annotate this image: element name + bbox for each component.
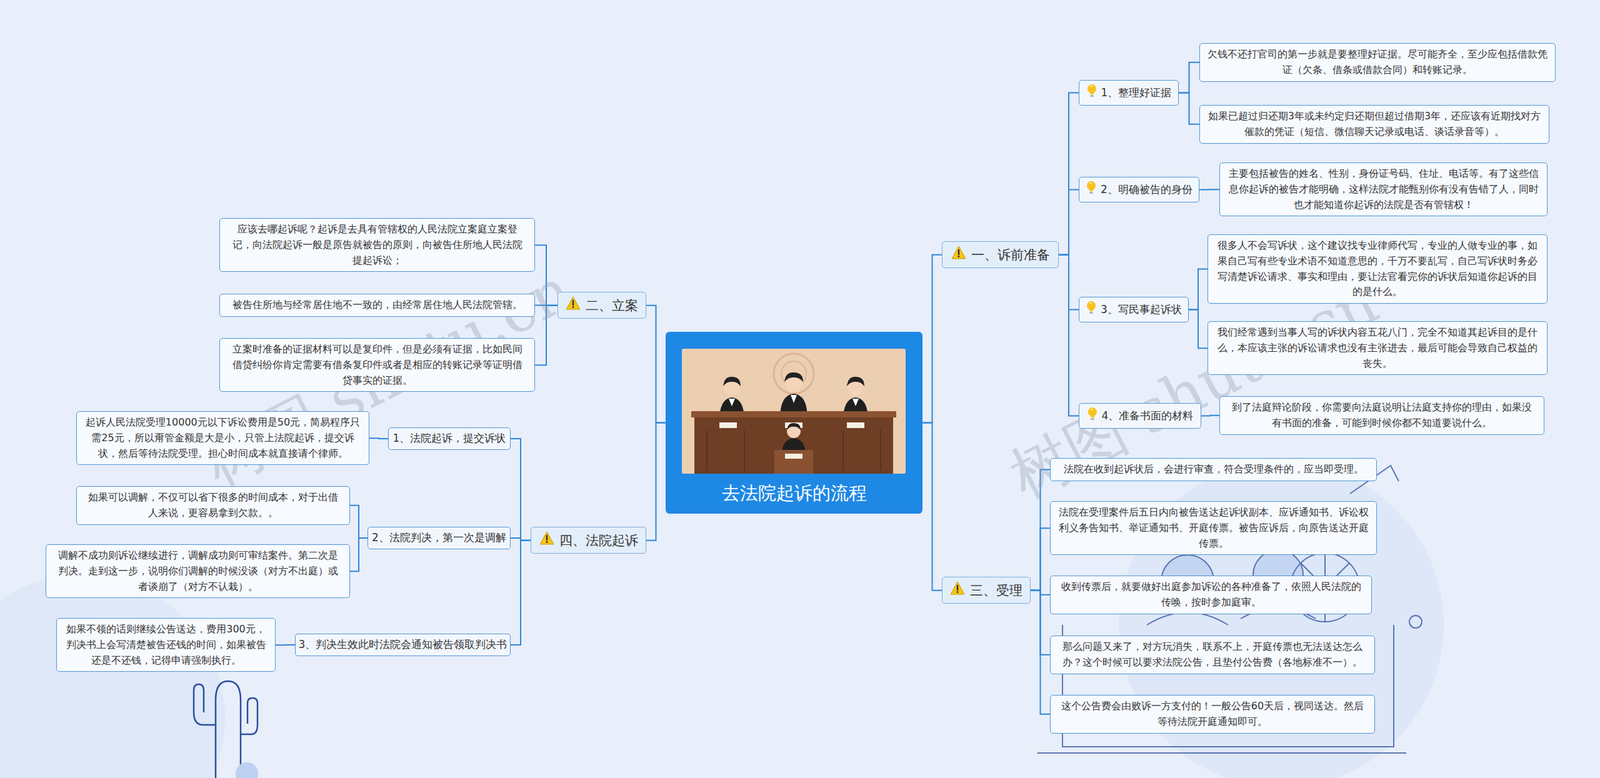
detail-box: 如果可以调解，不仅可以省下很多的时间成本，对于出借人来说，更容易拿到欠款。。 [76, 486, 350, 525]
detail-box: 调解不成功则诉讼继续进行，调解成功则可审结案件。第二次是判决。走到这一步，说明你… [45, 544, 350, 599]
node-text: 到了法庭辩论阶段，你需要向法庭说明让法庭支持你的理由，如果没有书面的准备，可能到… [1227, 400, 1537, 432]
node-text: 4、准备书面的材料 [1101, 408, 1194, 424]
node-text: 这个公告费会由败诉一方支付的！一般公告60天后，视同送达。然后等待法院开庭通知即… [1058, 698, 1367, 730]
branch-connector [369, 437, 389, 440]
node-text: 收到传票后，就要做好出庭参加诉讼的各种准备了，依照人民法院的传唤，按时参加庭审。 [1058, 579, 1364, 611]
detail-box: 欠钱不还打官司的第一步就是要整理好证据。尽可能齐全，至少应包括借款凭证（欠条、借… [1199, 43, 1556, 82]
node-text: 1、整理好证据 [1101, 85, 1172, 101]
node-text: 应该去哪起诉呢？起诉是去具有管辖权的人民法院立案庭立案登记，向法院起诉一般是原告… [227, 221, 527, 269]
branch-connector [350, 505, 368, 539]
branch-topic: 三、受理 [941, 576, 1031, 604]
name-plate [719, 422, 737, 429]
detail-box: 起诉人民法院受理10000元以下诉讼费用是50元，简易程序只需25元，所以甭管金… [76, 411, 370, 465]
node-text: 欠钱不还打官司的第一步就是要整理好证据。尽可能齐全，至少应包括借款凭证（欠条、借… [1207, 46, 1548, 79]
warning-icon [539, 531, 555, 550]
detail-box: 我们经常遇到当事人写的诉状内容五花八门，完全不知道其起诉目的是什么，本应该主张的… [1207, 321, 1548, 375]
branch-connector [1058, 92, 1079, 255]
node-text: 立案时准备的证据材料可以是复印件，但是必须有证据，比如民间借贷纠纷你肯定需要有借… [227, 341, 527, 389]
courtroom-illustration [681, 348, 906, 474]
branch-connector [646, 305, 666, 424]
sub-topic: 2、明确被告的身份 [1078, 176, 1200, 203]
node-text: 被告住所地与经常居住地不一致的，由经常居住地人民法院管辖。 [227, 297, 527, 314]
node-text: 2、法院判决，第一次是调解 [371, 530, 507, 546]
branch-connector [1030, 590, 1050, 715]
node-text: 很多人不会写诉状，这个建议找专业律师代写，专业的人做专业的事，如果自己写有些专业… [1215, 238, 1540, 300]
detail-box: 应该去哪起诉呢？起诉是去具有管辖权的人民法院立案庭立案登记，向法院起诉一般是原告… [219, 218, 535, 272]
bg-blob [0, 575, 225, 778]
sub-topic: 3、判决生效此时法院会通知被告领取判决书 [295, 633, 511, 657]
branch-topic: 二、立案 [557, 291, 647, 319]
node-text: 三、受理 [970, 581, 1023, 600]
warning-icon [951, 245, 967, 264]
detail-box: 被告住所地与经常居住地不一致的，由经常居住地人民法院管辖。 [219, 293, 535, 317]
sub-topic: 1、整理好证据 [1078, 80, 1179, 106]
people-illustration [1037, 465, 1422, 754]
node-text: 我们经常遇到当事人写的诉状内容五花八门，完全不知道其起诉目的是什么，本应该主张的… [1215, 325, 1540, 372]
node-text: 起诉人民法院受理10000元以下诉讼费用是50元，简易程序只需25元，所以甭管金… [84, 415, 362, 462]
branch-connector [1058, 189, 1079, 255]
node-text: 如果可以调解，不仅可以省下很多的时间成本，对于出借人来说，更容易拿到欠款。。 [84, 490, 342, 522]
detail-box: 法院在受理案件后五日内向被告送达起诉状副本、应诉通知书、诉讼权利义务告知书、举证… [1050, 501, 1377, 555]
node-text: 去法院起诉的流程 [671, 481, 917, 506]
detail-box: 立案时准备的证据材料可以是复印件，但是必须有证据，比如民间借贷纠纷你肯定需要有借… [219, 338, 535, 392]
bulb-icon [1085, 300, 1097, 319]
branch-connector [1199, 188, 1220, 190]
warning-icon [950, 581, 965, 600]
name-plate [846, 422, 865, 429]
cactus-figure [193, 681, 259, 778]
sub-topic: 2、法院判决，第一次是调解 [367, 526, 511, 550]
branch-connector [510, 438, 531, 541]
branch-connector [1188, 269, 1208, 310]
branch-connector [646, 423, 666, 541]
node-text: 3、判决生效此时法院会通知被告领取判决书 [298, 637, 508, 653]
detail-box: 很多人不会写诉状，这个建议找专业律师代写，专业的人做专业的事，如果自己写有些专业… [1207, 234, 1548, 304]
node-text: 2、明确被告的身份 [1100, 182, 1193, 198]
detail-box: 如果已超过归还期3年或未约定归还期但超过借期3年，还应该有近期找对方催款的凭证（… [1199, 105, 1550, 144]
node-text: 主要包括被告的姓名、性别，身份证号码、住址、电话等。有了这些信息你起诉的被告才能… [1227, 166, 1540, 213]
bulb-icon [1086, 406, 1099, 425]
node-text: 一、诉前准备 [971, 246, 1050, 264]
detail-box: 那么问题又来了，对方玩消失，联系不上，开庭传票也无法送达怎么办？这个时候可以要求… [1050, 635, 1375, 675]
branch-connector [922, 255, 942, 424]
detail-box: 到了法庭辩论阶段，你需要向法庭说明让法庭支持你的理由，如果没有书面的准备，可能到… [1219, 396, 1545, 435]
detail-box: 这个公告费会由败诉一方支付的！一般公告60天后，视同送达。然后等待法院开庭通知即… [1050, 695, 1375, 734]
branch-topic: 四、法院起诉 [530, 526, 647, 554]
branch-connector [1030, 528, 1050, 590]
warning-icon [565, 296, 581, 315]
node-text: 法院在受理案件后五日内向被告送达起诉状副本、应诉通知书、诉讼权利义务告知书、举证… [1058, 505, 1369, 552]
branch-topic: 一、诉前准备 [941, 241, 1059, 269]
node-text: 二、立案 [585, 296, 639, 315]
branch-connector [275, 644, 295, 646]
detail-box: 主要包括被告的姓名、性别，身份证号码、住址、电话等。有了这些信息你起诉的被告才能… [1219, 162, 1548, 217]
detail-box: 收到传票后，就要做好出庭参加诉讼的各种准备了，依照人民法院的传唤，按时参加庭审。 [1050, 575, 1372, 615]
branch-connector [1058, 255, 1079, 417]
bulb-icon [1085, 180, 1097, 199]
branch-connector [1178, 62, 1200, 94]
node-text: 1、法院起诉，提交诉状 [393, 431, 507, 447]
sub-topic: 4、准备书面的材料 [1078, 403, 1202, 429]
branch-connector [510, 540, 531, 645]
detail-box: 法院在收到起诉状后，会进行审查，符合受理条件的，应当即受理。 [1050, 458, 1377, 482]
node-text: 四、法院起诉 [559, 531, 639, 550]
node-text: 法院在收到起诉状后，会进行审查，符合受理条件的，应当即受理。 [1058, 461, 1369, 478]
node-text: 3、写民事起诉状 [1100, 302, 1182, 318]
detail-box: 如果不领的话则继续公告送达，费用300元，判决书上会写清楚被告还钱的时间，如果被… [56, 618, 276, 672]
node-text: 那么问题又来了，对方玩消失，联系不上，开庭传票也无法送达怎么办？这个时候可以要求… [1058, 639, 1367, 671]
branch-connector [350, 538, 368, 572]
node-text: 如果已超过归还期3年或未约定归还期但超过借期3年，还应该有近期找对方催款的凭证（… [1207, 108, 1542, 140]
branch-connector [1178, 92, 1200, 124]
root-topic: 去法院起诉的流程 [665, 331, 923, 514]
node-text: 如果不领的话则继续公告送达，费用300元，判决书上会写清楚被告还钱的时间，如果被… [64, 621, 268, 669]
branch-connector [922, 423, 942, 591]
sub-topic: 1、法院起诉，提交诉状 [388, 427, 511, 450]
node-text: 调解不成功则诉讼继续进行，调解成功则可审结案件。第二次是判决。走到这一步，说明你… [53, 548, 342, 595]
sub-topic: 3、写民事起诉状 [1078, 296, 1189, 323]
bulb-icon [1086, 83, 1098, 102]
